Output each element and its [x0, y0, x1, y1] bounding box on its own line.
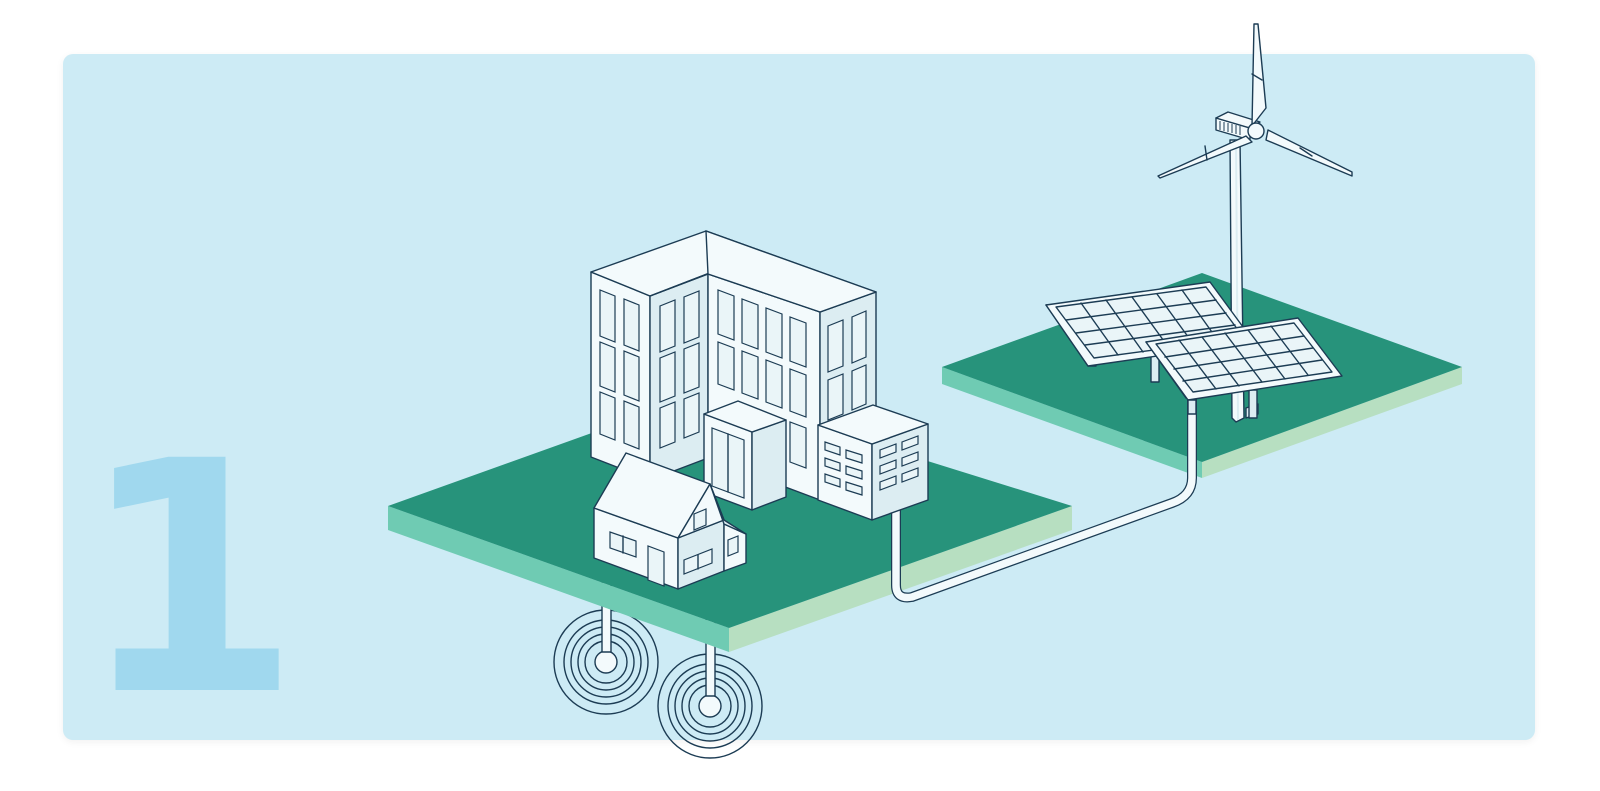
house-icon	[593, 452, 747, 590]
solar-panel-icon	[1045, 281, 1343, 419]
office-building-icon	[590, 230, 929, 521]
cable-icon	[891, 395, 1197, 603]
